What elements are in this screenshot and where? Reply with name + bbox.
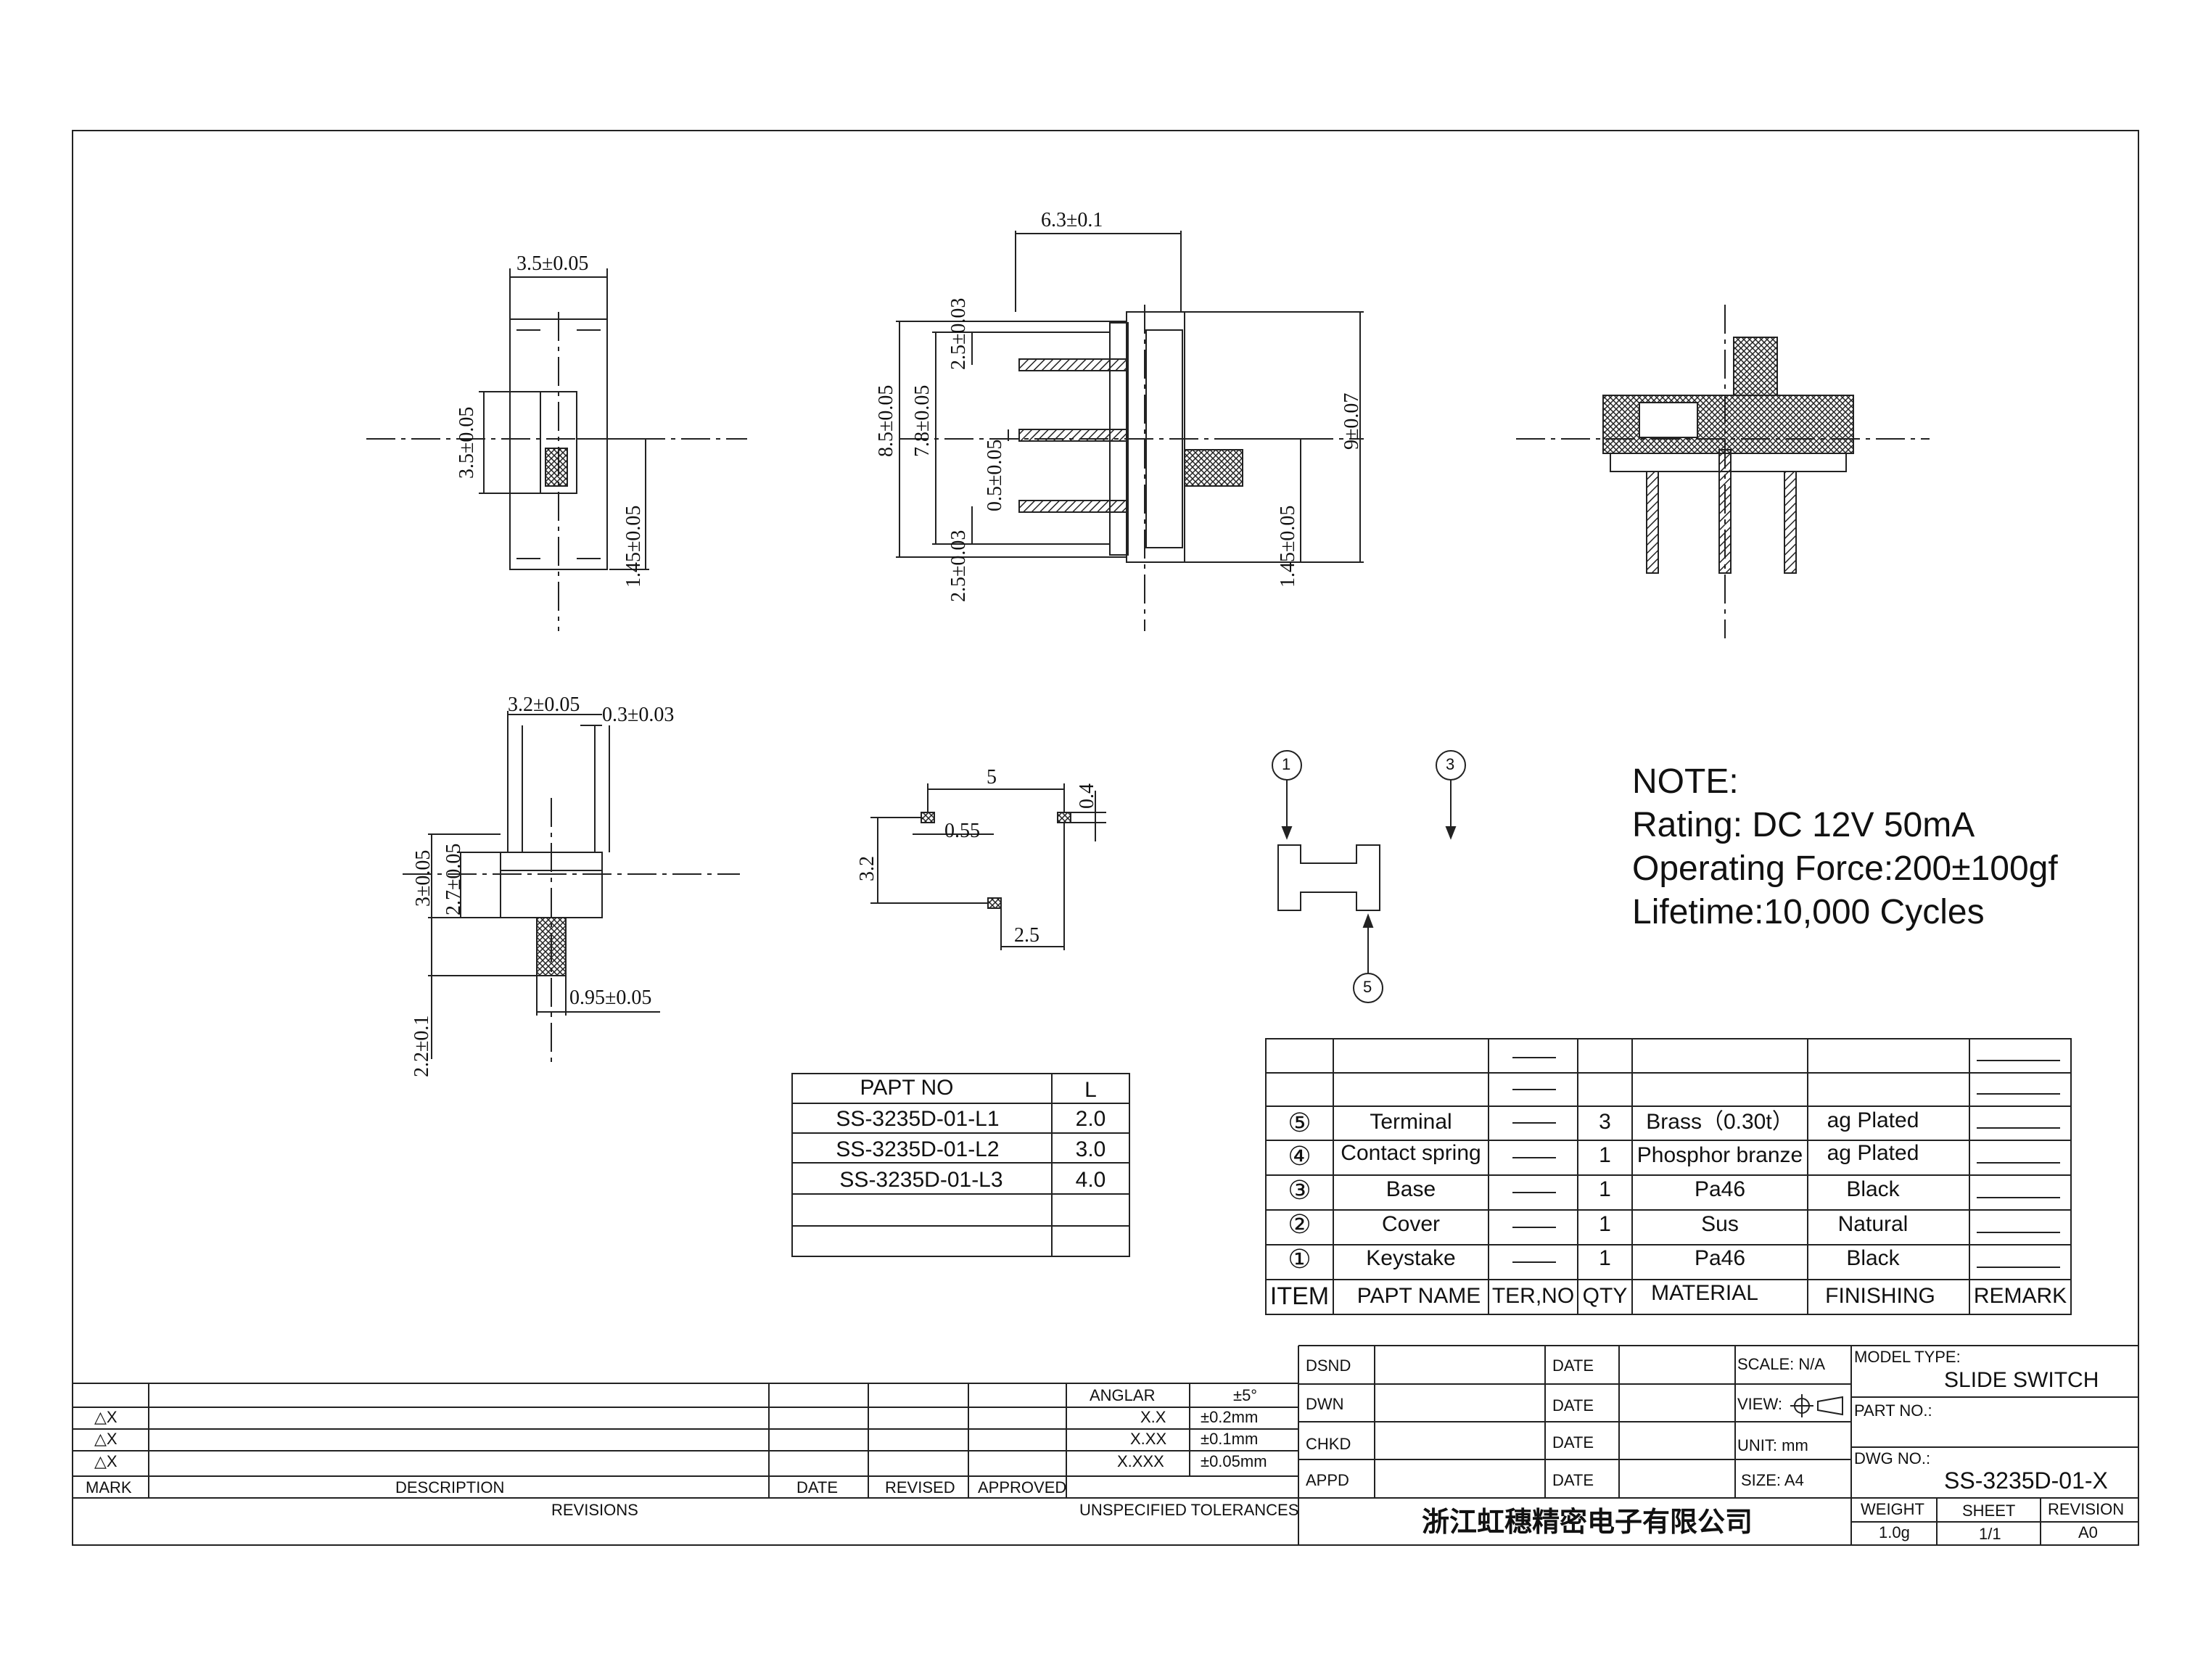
tb-unit: UNIT: mm — [1737, 1436, 1808, 1454]
revision-mark-1: △X — [94, 1408, 118, 1426]
tb-appd: APPD — [1306, 1471, 1349, 1489]
front-width-dim: 3.5±0.05 — [516, 252, 589, 275]
tb-scale: SCALE: N/A — [1737, 1355, 1826, 1373]
bottom-dim-5: 0.95±0.05 — [569, 987, 652, 1009]
tb-weight: 1.0g — [1879, 1523, 1910, 1541]
part-table-header-no: PAPT NO — [860, 1076, 954, 1100]
tb-date-4: DATE — [1552, 1471, 1594, 1489]
part-row-3-l: 4.0 — [1075, 1168, 1106, 1192]
tb-dwg-no: SS-3235D-01-X — [1944, 1467, 2108, 1494]
tb-date-2: DATE — [1552, 1396, 1594, 1415]
note-force: Operating Force:200±100gf — [1632, 849, 2058, 888]
front-height-dim: 3.5±0.05 — [456, 406, 478, 479]
tol-xx-label: X.X — [1140, 1408, 1166, 1426]
rev-header-revised: REVISED — [885, 1478, 955, 1496]
tb-view: VIEW: — [1737, 1395, 1782, 1413]
tb-revision: A0 — [2078, 1523, 2098, 1541]
side-dim-5: 2.5±0.03 — [947, 530, 970, 602]
note-title: NOTE: — [1632, 762, 1739, 801]
title-block-lines — [1298, 1346, 2138, 1545]
tol-xxxx-label: X.XXX — [1117, 1452, 1164, 1470]
tb-sheet-label: SHEET — [1962, 1502, 2016, 1520]
callout-5-label: 5 — [1363, 978, 1372, 996]
part-row-2-no: SS-3235D-01-L2 — [836, 1137, 1000, 1161]
side-dim-6: 9±0.07 — [1341, 392, 1363, 450]
part-table-header-l: L — [1084, 1078, 1097, 1102]
pcb-dim-4: 3.2 — [856, 856, 878, 881]
revision-mark-2: △X — [94, 1430, 118, 1448]
tb-weight-label: WEIGHT — [1861, 1500, 1924, 1518]
keystake-part — [1272, 750, 1466, 1003]
callout-3-label: 3 — [1446, 755, 1455, 773]
bottom-dim-6: 2.2±0.1 — [411, 1015, 433, 1077]
tb-dsnd: DSND — [1306, 1356, 1351, 1375]
tol-anglar-value: ±5° — [1233, 1386, 1258, 1404]
tb-company: 浙江虹穗精密电子有限公司 — [1422, 1507, 1753, 1538]
callout-1-label: 1 — [1282, 755, 1291, 773]
bottom-dim-3: 3±0.05 — [412, 849, 435, 907]
front-view — [366, 268, 747, 631]
tb-dwn: DWN — [1306, 1395, 1344, 1413]
side-dim-3: 2.5±0.03 — [947, 297, 970, 370]
part-row-2-l: 3.0 — [1075, 1137, 1106, 1161]
pcb-dim-3: 0.55 — [944, 820, 980, 842]
part-table-lines — [791, 1073, 1130, 1257]
pcb-dim-1: 5 — [987, 766, 997, 788]
tol-xxxx-value: ±0.05mm — [1201, 1452, 1267, 1470]
part-row-3-no: SS-3235D-01-L3 — [839, 1168, 1003, 1192]
tol-xxx-label: X.XX — [1130, 1430, 1167, 1448]
tb-size: SIZE: A4 — [1741, 1471, 1804, 1489]
rev-header-date: DATE — [796, 1478, 839, 1496]
front-offset-dim: 1.45±0.05 — [622, 505, 645, 588]
note-lifetime: Lifetime:10,000 Cycles — [1632, 893, 1985, 931]
section-view — [1516, 305, 1930, 638]
tolerances-footer: UNSPECIFIED TOLERANCES — [1079, 1501, 1299, 1519]
tb-revision-label: REVISION — [2048, 1500, 2125, 1518]
tb-date-3: DATE — [1552, 1433, 1594, 1452]
tb-model-type: SLIDE SWITCH — [1944, 1368, 2099, 1392]
side-dim-7: 1.45±0.05 — [1277, 505, 1299, 588]
tb-date-1: DATE — [1552, 1356, 1594, 1375]
bottom-dim-4: 2.7±0.05 — [442, 843, 465, 915]
side-dim-1: 8.5±0.05 — [875, 384, 897, 457]
side-dim-4: 0.5±0.05 — [984, 439, 1006, 511]
revisions-lines — [73, 1345, 2138, 1545]
pcb-dim-5: 2.5 — [1014, 924, 1039, 947]
revision-mark-3: △X — [94, 1452, 118, 1470]
tb-sheet: 1/1 — [1979, 1525, 2001, 1543]
tb-chkd: CHKD — [1306, 1435, 1351, 1453]
part-row-1-no: SS-3235D-01-L1 — [836, 1107, 1000, 1131]
pcb-dim-2: 0.4 — [1076, 783, 1098, 809]
part-row-1-l: 2.0 — [1075, 1107, 1106, 1131]
tb-dwg-no-label: DWG NO.: — [1854, 1449, 1931, 1467]
pcb-footprint — [870, 783, 1106, 950]
rev-header-description: DESCRIPTION — [395, 1478, 505, 1496]
bom-table-lines — [1265, 1038, 2072, 1315]
sheet-border — [72, 130, 2139, 1546]
rev-header-mark: MARK — [86, 1478, 132, 1496]
bottom-view — [403, 711, 740, 1066]
tol-anglar-label: ANGLAR — [1090, 1386, 1156, 1404]
bottom-dim-2: 0.3±0.03 — [602, 704, 675, 726]
rev-header-approved: APPROVED — [978, 1478, 1067, 1496]
side-dim-2: 7.8±0.05 — [911, 384, 934, 457]
side-view — [896, 231, 1364, 631]
tol-xxx-value: ±0.1mm — [1201, 1430, 1259, 1448]
tb-part-no-label: PART NO.: — [1854, 1401, 1932, 1420]
side-top-dim: 6.3±0.1 — [1041, 209, 1103, 231]
revisions-footer: REVISIONS — [551, 1501, 638, 1519]
note-rating: Rating: DC 12V 50mA — [1632, 806, 1975, 844]
tol-xx-value: ±0.2mm — [1201, 1408, 1259, 1426]
tb-model-type-label: MODEL TYPE: — [1854, 1348, 1961, 1366]
bottom-dim-1: 3.2±0.05 — [508, 693, 580, 716]
